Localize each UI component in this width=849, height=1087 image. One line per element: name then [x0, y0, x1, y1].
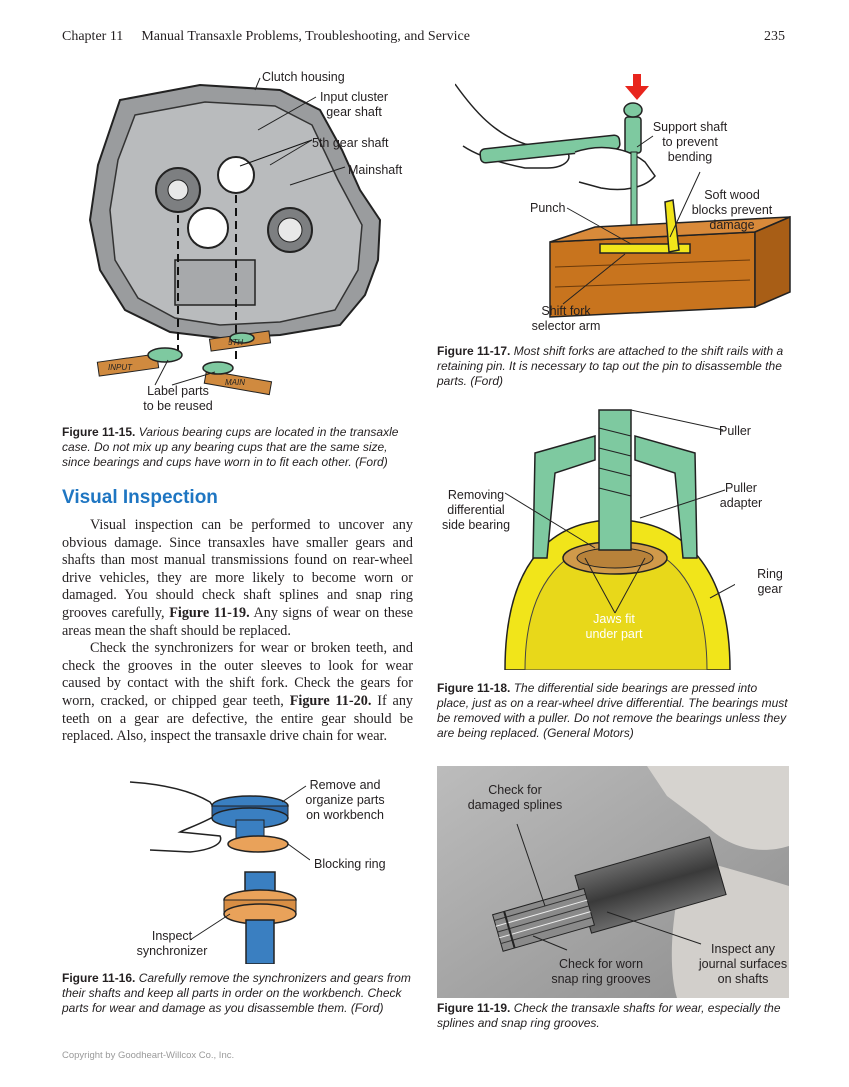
fig19-caption-text: Check the transaxle shafts for wear, esp… [437, 1001, 781, 1030]
splined-end [491, 887, 596, 952]
fig15-caption: Figure 11-15. Various bearing cups are l… [62, 425, 414, 470]
hand-right [574, 146, 656, 191]
fig18-caption-num: Figure 11-18. [437, 681, 511, 695]
label-ring-gear: Ring gear [757, 567, 783, 596]
fig16-caption: Figure 11-16. Carefully remove the synch… [62, 971, 414, 1016]
puller-arm-left [532, 435, 596, 559]
label-journal: Inspect any journal surfaces on shafts [698, 942, 788, 986]
chapter-label: Chapter 11 [62, 29, 124, 44]
fig19-caption-num: Figure 11-19. [437, 1001, 511, 1015]
figure-ref-11-19: Figure 11-19. [169, 604, 250, 621]
label-clutch-housing: Clutch housing [262, 70, 345, 84]
label-label-parts: Label parts to be reused [143, 384, 213, 413]
red-arrow-icon [625, 74, 649, 100]
tag-5th: 5TH [228, 338, 243, 347]
fig19-caption: Figure 11-19. Check the transaxle shafts… [437, 1001, 789, 1031]
label-puller-adapter: Puller adapter [719, 481, 763, 510]
fig18-caption: Figure 11-18. The differential side bear… [437, 681, 789, 741]
label-punch: Punch [530, 201, 566, 215]
label-removing-bearing: Removing differential side bearing [441, 488, 511, 532]
section-heading: Visual Inspection [62, 487, 218, 508]
label-inspect-sync: Inspect synchronizer [136, 929, 208, 958]
fig17-caption-text: Most shift forks are attached to the shi… [437, 344, 784, 388]
fig15-caption-text: Various bearing cups are located in the … [62, 425, 399, 469]
fig17-caption: Figure 11-17. Most shift forks are attac… [437, 344, 789, 389]
tag-main: MAIN [225, 378, 245, 387]
label-snap-ring: Check for worn snap ring grooves [551, 957, 651, 986]
hand [129, 781, 222, 853]
label-input-cluster: Input cluster gear shaft [319, 90, 389, 119]
fig16-illustration [129, 781, 310, 964]
fig19-photo [437, 766, 789, 998]
running-header: Chapter 11 Manual Transaxle Problems, Tro… [62, 29, 470, 45]
puller-arm-right [634, 435, 698, 559]
label-puller: Puller [719, 424, 751, 438]
label-soft-wood: Soft wood blocks prevent damage [691, 188, 773, 232]
chapter-title: Manual Transaxle Problems, Troubleshooti… [141, 29, 470, 44]
label-shift-fork: Shift fork selector arm [531, 304, 601, 333]
fig16-caption-text: Carefully remove the synchronizers and g… [62, 971, 411, 1015]
fig17-illustration [455, 74, 791, 318]
label-damaged-splines: Check for damaged splines [467, 783, 563, 812]
copyright-footer: Copyright by Goodheart-Willcox Co., Inc. [62, 1050, 235, 1061]
section-body: Visual inspection can be performed to un… [62, 517, 413, 746]
paragraph-1: Visual inspection can be performed to un… [62, 517, 413, 639]
fig15-illustration: 5TH INPUT MAIN [88, 77, 382, 396]
label-support-shaft: Support shaft to prevent bending [652, 120, 728, 164]
hand-top [647, 766, 789, 850]
paragraph-2: Check the synchronizers for wear or brok… [62, 640, 414, 745]
label-jaws: Jaws fit under part [585, 612, 643, 641]
label-blocking-ring: Blocking ring [314, 857, 386, 871]
fig15-caption-num: Figure 11-15. [62, 425, 136, 439]
fig18-caption-text: The differential side bearings are press… [437, 681, 788, 740]
tag-input: INPUT [108, 363, 133, 372]
page-number: 235 [764, 29, 785, 44]
label-remove-organize: Remove and organize parts on workbench [305, 778, 385, 822]
fig16-caption-num: Figure 11-16. [62, 971, 136, 985]
figure-ref-11-20: Figure 11-20. [289, 692, 372, 709]
fig17-caption-num: Figure 11-17. [437, 344, 511, 358]
fig18-illustration [504, 409, 735, 670]
label-mainshaft: Mainshaft [348, 163, 403, 177]
label-5th-gear-shaft: 5th gear shaft [312, 136, 389, 150]
